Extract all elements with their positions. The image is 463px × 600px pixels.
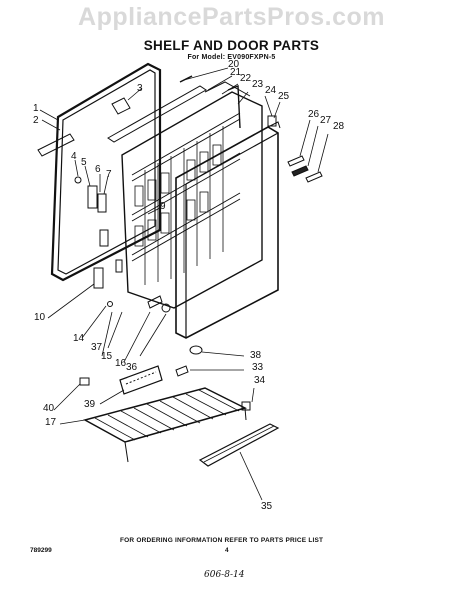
callout-33: 33 bbox=[252, 362, 264, 373]
callout-26: 26 bbox=[308, 109, 320, 120]
callout-7: 7 bbox=[106, 169, 112, 180]
leader-lines bbox=[39, 67, 329, 501]
callout-5: 5 bbox=[81, 157, 87, 168]
callout-23: 23 bbox=[252, 79, 264, 90]
callout-4: 4 bbox=[71, 151, 77, 162]
page-number: 4 bbox=[225, 547, 229, 554]
hinge-and-bracket-parts bbox=[37, 97, 131, 307]
ordering-note: FOR ORDERING INFORMATION REFER TO PARTS … bbox=[120, 537, 324, 544]
callout-24: 24 bbox=[265, 85, 277, 96]
callout-10: 10 bbox=[34, 312, 46, 323]
breaker-strips bbox=[107, 75, 277, 143]
lower-door-hardware bbox=[147, 295, 203, 355]
page-title: SHELF AND DOOR PARTS bbox=[143, 38, 320, 53]
callout-9: 9 bbox=[160, 201, 166, 212]
callout-34: 34 bbox=[254, 375, 266, 386]
callout-35: 35 bbox=[261, 501, 273, 512]
callout-1: 1 bbox=[33, 103, 39, 114]
callout-6: 6 bbox=[95, 164, 101, 175]
callout-15: 15 bbox=[101, 351, 113, 362]
document-number: 789299 bbox=[30, 547, 52, 554]
callout-22: 22 bbox=[240, 73, 252, 84]
callout-21: 21 bbox=[230, 67, 242, 78]
callout-39: 39 bbox=[84, 399, 96, 410]
callout-37: 37 bbox=[91, 342, 103, 353]
wire-shelf bbox=[83, 387, 248, 463]
callout-25: 25 bbox=[278, 91, 290, 102]
small-trim-parts bbox=[287, 155, 323, 183]
handwritten-mark: 606-8-14 bbox=[204, 570, 245, 580]
callout-38: 38 bbox=[250, 350, 262, 361]
callout-14: 14 bbox=[73, 333, 85, 344]
watermark: AppliancePartsPros.com bbox=[78, 3, 385, 31]
model-subtitle: For Model: EV090FXPN-5 bbox=[187, 54, 276, 61]
callout-36: 36 bbox=[126, 362, 138, 373]
callout-17: 17 bbox=[45, 417, 57, 428]
callout-3: 3 bbox=[137, 83, 143, 94]
callout-20: 20 bbox=[228, 59, 240, 70]
callout-2: 2 bbox=[33, 115, 39, 126]
grille-bracket bbox=[79, 365, 189, 395]
inner-door-panel bbox=[121, 91, 263, 309]
door-gasket bbox=[50, 62, 162, 282]
callout-40: 40 bbox=[43, 403, 55, 414]
callout-16: 16 bbox=[115, 358, 127, 369]
shelf-retainer-bar bbox=[198, 401, 280, 467]
outer-door bbox=[175, 121, 281, 339]
callout-27: 27 bbox=[320, 115, 332, 126]
callout-28: 28 bbox=[333, 121, 345, 132]
